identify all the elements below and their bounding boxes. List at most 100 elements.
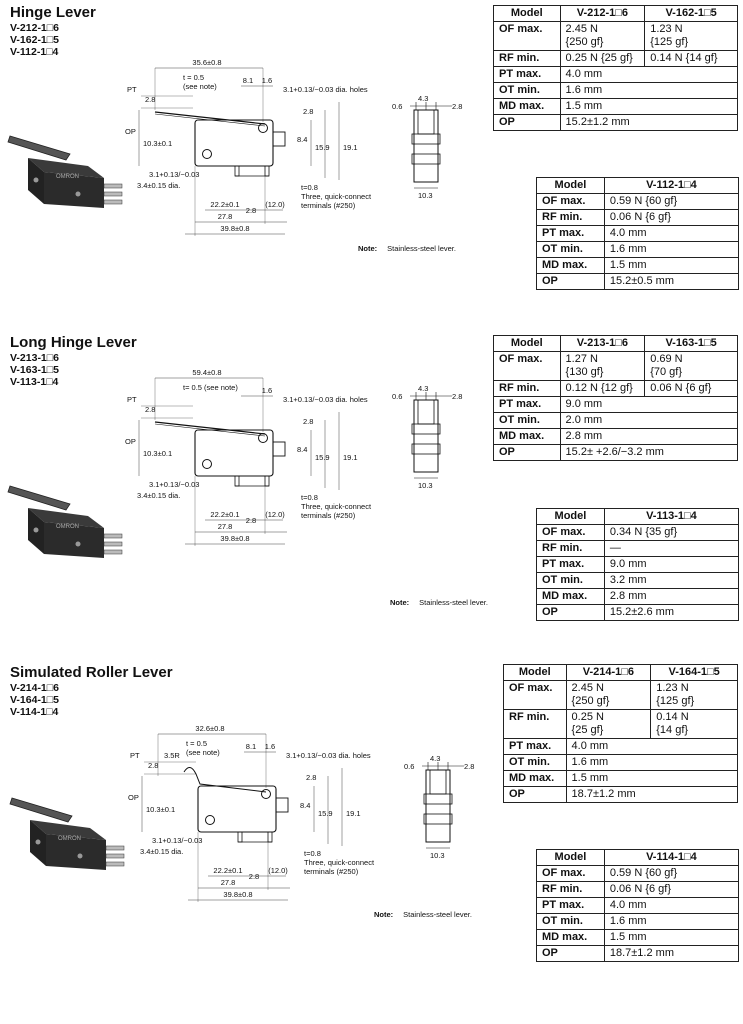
dim-12.0: (12.0) bbox=[265, 510, 285, 519]
note: Note:Stainless-steel lever. bbox=[390, 598, 488, 607]
dim-see-note: (see note) bbox=[186, 748, 220, 757]
row-label: RF min. bbox=[536, 209, 605, 226]
dim-1.6: 1.6 bbox=[262, 76, 272, 85]
spec-value: 2.45 N{250 gf} bbox=[559, 21, 646, 51]
row-label: PT max. bbox=[503, 738, 567, 755]
dim-12.0: (12.0) bbox=[268, 866, 288, 875]
note-label: Note: bbox=[358, 244, 378, 253]
table-row: RF min.0.12 N {12 gf}0.06 N {6 gf} bbox=[493, 380, 738, 397]
dim-thickness: t = 0.5 bbox=[186, 739, 207, 748]
table-row: OT min.2.0 mm bbox=[493, 412, 739, 429]
dim-2.8-bottom: 2.8 bbox=[246, 516, 256, 525]
dim-t0.8: t=0.8 bbox=[301, 493, 318, 502]
spec-value: 2.8 mm bbox=[559, 428, 739, 445]
dim-39.8: 39.8±0.8 bbox=[220, 534, 249, 543]
dim-holes: 3.1+0.13/−0.03 dia. holes bbox=[283, 395, 368, 404]
spec-value: 1.23 N{125 gf} bbox=[644, 21, 738, 51]
dim-8.1: 8.1 bbox=[246, 742, 256, 751]
col-header-model: Model bbox=[536, 177, 605, 194]
spec-value: 9.0 mm bbox=[603, 556, 740, 573]
table-row: MD max.1.5 mm bbox=[536, 929, 740, 946]
dim-op: OP bbox=[125, 437, 136, 446]
col-header-model-number: V-114-1□4 bbox=[603, 849, 740, 866]
row-label: RF min. bbox=[536, 540, 605, 557]
dim-27.8: 27.8 bbox=[218, 522, 233, 531]
dim-12.0: (12.0) bbox=[265, 200, 285, 209]
spec-value: 15.2±1.2 mm bbox=[559, 114, 739, 131]
table-row: OF max.2.45 N{250 gf}1.23 N{125 gf} bbox=[503, 680, 738, 710]
col-header-model: Model bbox=[536, 849, 605, 866]
row-label: OF max. bbox=[536, 865, 605, 882]
dim-15.9: 15.9 bbox=[315, 453, 330, 462]
row-label: OF max. bbox=[493, 351, 561, 381]
dim-39.8: 39.8±0.8 bbox=[220, 224, 249, 233]
row-label: OF max. bbox=[536, 524, 605, 541]
spec-value: 1.6 mm bbox=[565, 754, 739, 771]
spec-value: 9.0 mm bbox=[559, 396, 739, 413]
dim-lever-length: 32.6±0.8 bbox=[195, 724, 224, 733]
dim-2.8-bottom: 2.8 bbox=[246, 206, 256, 215]
dim-hole-small: 3.1+0.13/−0.03 bbox=[149, 170, 199, 179]
model-number: V-164-1□5 bbox=[10, 694, 59, 706]
terminals-label-2: terminals (#250) bbox=[304, 867, 359, 876]
spec-value: 15.2±0.5 mm bbox=[603, 273, 740, 290]
note-text: Stainless-steel lever. bbox=[419, 598, 488, 607]
terminals-label-1: Three, quick-connect bbox=[301, 192, 372, 201]
table-row: RF min.0.25 N {25 gf}0.14 N {14 gf} bbox=[493, 50, 738, 67]
spec-value: 0.25 N {25 gf} bbox=[559, 50, 646, 67]
side-view-drawing: 0.6 4.3 2.8 10.3 bbox=[392, 384, 462, 490]
col-header-model-number: V-113-1□4 bbox=[603, 508, 740, 525]
row-label: OT min. bbox=[536, 913, 605, 930]
dim-t0.8: t=0.8 bbox=[301, 183, 318, 192]
col-header-model-number: V-163-1□5 bbox=[644, 335, 738, 352]
spec-value: 2.8 mm bbox=[603, 588, 740, 605]
table-row: OF max.0.34 N {35 gf} bbox=[536, 524, 740, 541]
section-title: Hinge Lever bbox=[10, 4, 96, 21]
dim-39.8: 39.8±0.8 bbox=[223, 890, 252, 899]
spec-value: 0.34 N {35 gf} bbox=[603, 524, 740, 541]
col-header-model: Model bbox=[493, 5, 561, 22]
dim-3.4-dia: 3.4±0.15 dia. bbox=[137, 181, 180, 190]
spec-value: 1.23 N{125 gf} bbox=[650, 680, 738, 710]
spec-value: 0.14 N {14 gf} bbox=[644, 50, 738, 67]
col-header-model-number: V-213-1□6 bbox=[559, 335, 646, 352]
table-row: OF max.1.27 N{130 gf}0.69 N{70 gf} bbox=[493, 351, 738, 381]
side-dim-4.3: 4.3 bbox=[418, 94, 428, 103]
row-label: RF min. bbox=[493, 50, 561, 67]
dim-2.8-left: 2.8 bbox=[145, 405, 155, 414]
side-view-drawing: 0.6 4.3 2.8 10.3 bbox=[404, 754, 474, 860]
section-title: Long Hinge Lever bbox=[10, 334, 137, 351]
side-dim-2.8: 2.8 bbox=[452, 102, 462, 111]
table-row: PT max.4.0 mm bbox=[503, 738, 739, 755]
table-row: PT max.9.0 mm bbox=[493, 396, 739, 413]
spec-value: 0.06 N {6 gf} bbox=[644, 380, 738, 397]
switch-product-image: OMRON bbox=[7, 135, 123, 208]
dim-3.4-dia: 3.4±0.15 dia. bbox=[137, 491, 180, 500]
spec-value: 1.5 mm bbox=[603, 929, 740, 946]
model-number: V-112-1□4 bbox=[10, 46, 59, 58]
side-dim-0.6: 0.6 bbox=[404, 762, 414, 771]
table-row: RF min.— bbox=[536, 540, 740, 557]
dim-holes: 3.1+0.13/−0.03 dia. holes bbox=[283, 85, 368, 94]
dim-3.4-dia: 3.4±0.15 dia. bbox=[140, 847, 183, 856]
spec-value: 0.59 N {60 gf} bbox=[603, 193, 740, 210]
table-row: PT max.4.0 mm bbox=[493, 66, 739, 83]
row-label: MD max. bbox=[493, 428, 561, 445]
spec-value: 4.0 mm bbox=[603, 897, 740, 914]
row-label: OF max. bbox=[503, 680, 567, 710]
spec-value: 1.5 mm bbox=[559, 98, 739, 115]
table-row: OT min.1.6 mm bbox=[536, 913, 740, 930]
dim-see-note: (see note) bbox=[183, 82, 217, 91]
col-header-model: Model bbox=[536, 508, 605, 525]
row-label: PT max. bbox=[536, 897, 605, 914]
spec-value: 0.14 N{14 gf} bbox=[650, 709, 738, 739]
dim-lever-length: 35.6±0.8 bbox=[192, 58, 221, 67]
